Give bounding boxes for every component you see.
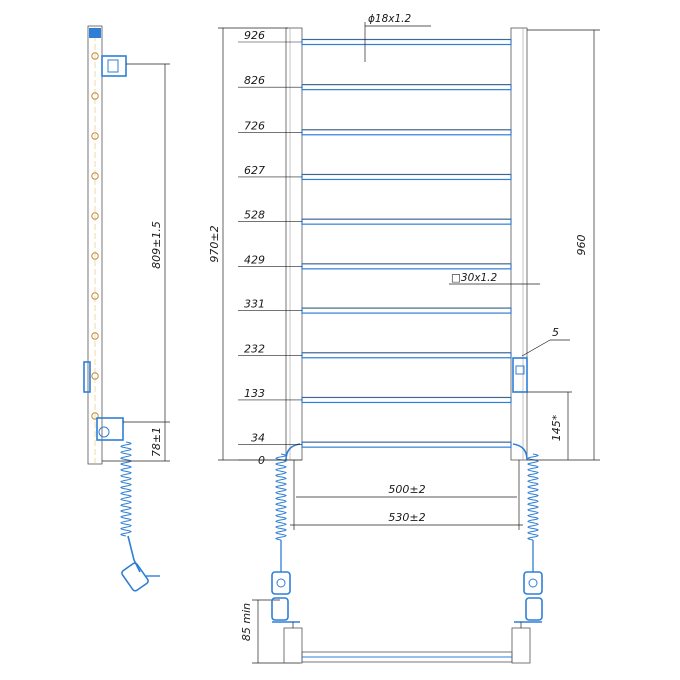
overall-height-dim: 970±2 [208, 27, 288, 461]
rung-height-label: 232 [244, 342, 265, 355]
rung [301, 352, 512, 359]
rung [301, 218, 512, 225]
side-coiled-cable [120, 441, 132, 537]
left-foot [285, 443, 301, 461]
front-plug-left-face [276, 578, 286, 588]
side-bottom-bracket-screw [98, 426, 110, 438]
rung-height-label: 133 [244, 387, 265, 400]
rung [301, 307, 512, 314]
socket-height-dim: 145* [527, 391, 572, 460]
side-bottom-bracket [96, 417, 124, 441]
front-coiled-cable-left [275, 453, 287, 541]
dim-outer-width: 530±2 [388, 511, 425, 524]
width-dims: 500±2 530±2 [290, 460, 523, 530]
side-mount-point [91, 92, 99, 100]
front-plug-left [271, 571, 291, 595]
side-mount-point [91, 52, 99, 60]
tube-diameter-callout: ϕ18x1.2 [364, 13, 431, 62]
dim-cable: 85 min [240, 603, 253, 641]
rung-height-label: 627 [244, 164, 265, 177]
rungs [301, 38, 512, 448]
front-plug-right-face [528, 578, 538, 588]
side-mount-point [91, 332, 99, 340]
side-view-cap [89, 28, 101, 38]
bottom-plug-left [271, 597, 289, 621]
dim-overall-height: 970±2 [208, 225, 221, 262]
rung-height-label: 429 [244, 253, 265, 266]
dim-socket: 145* [550, 414, 563, 441]
heating-element-window [515, 365, 525, 375]
rung-height-label: 726 [244, 119, 265, 132]
dim-inner-width: 500±2 [388, 483, 425, 496]
side-connector [83, 361, 91, 393]
bottom-left-stile [283, 627, 303, 664]
callout-number: 5 [552, 326, 559, 339]
right-stile [510, 27, 528, 461]
rung [301, 38, 512, 46]
side-plug [121, 562, 149, 592]
side-mount-point [91, 412, 99, 420]
side-mount-point [91, 132, 99, 140]
front-view [271, 27, 543, 595]
rung-height-label: 0 [258, 454, 265, 467]
bottom-plug-right [525, 597, 543, 621]
right-height-dim: 960 [527, 29, 600, 461]
front-coiled-cable-right [527, 453, 539, 541]
side-mount-point [91, 292, 99, 300]
element-callout: 5 [521, 326, 570, 357]
rung [301, 173, 512, 181]
bottom-right-stile [511, 627, 531, 664]
side-dim-78: 78±1 [150, 427, 163, 457]
side-dim-809: 809±1.5 [150, 221, 163, 269]
rung [301, 84, 512, 91]
side-top-bracket-inner [107, 59, 119, 73]
rung-height-label: 331 [244, 298, 265, 311]
side-cable-tail [127, 535, 141, 573]
side-mount-point [91, 172, 99, 180]
front-plug-right [523, 571, 543, 595]
side-view: 809±1.5 78±1 [83, 25, 170, 592]
dim-right-height: 960 [575, 235, 588, 256]
side-view-mounting-points [91, 52, 99, 420]
rung [301, 441, 512, 448]
rung [301, 263, 512, 270]
side-mount-point [91, 212, 99, 220]
side-mount-point [91, 372, 99, 380]
side-top-bracket [101, 55, 127, 77]
side-mount-point [91, 252, 99, 260]
rung-height-label: 826 [244, 74, 265, 87]
bottom-view: 85 min [240, 597, 543, 664]
rung-height-label: 528 [244, 209, 265, 222]
rung [301, 129, 512, 136]
rung-height-label: 926 [244, 29, 265, 42]
rung [301, 396, 512, 404]
right-foot [512, 443, 528, 461]
heating-element [512, 357, 528, 393]
profile-callout: □30x1.2 [449, 272, 540, 285]
rung-height-labels: 926 826 726 627 528 429 331 232 133 34 0 [238, 29, 302, 467]
left-stile [285, 27, 303, 461]
dim-tube-diameter: ϕ18x1.2 [368, 13, 412, 25]
rung-height-label: 34 [251, 432, 265, 445]
element-callout-leader [521, 339, 551, 357]
dim-profile: □30x1.2 [451, 272, 498, 284]
